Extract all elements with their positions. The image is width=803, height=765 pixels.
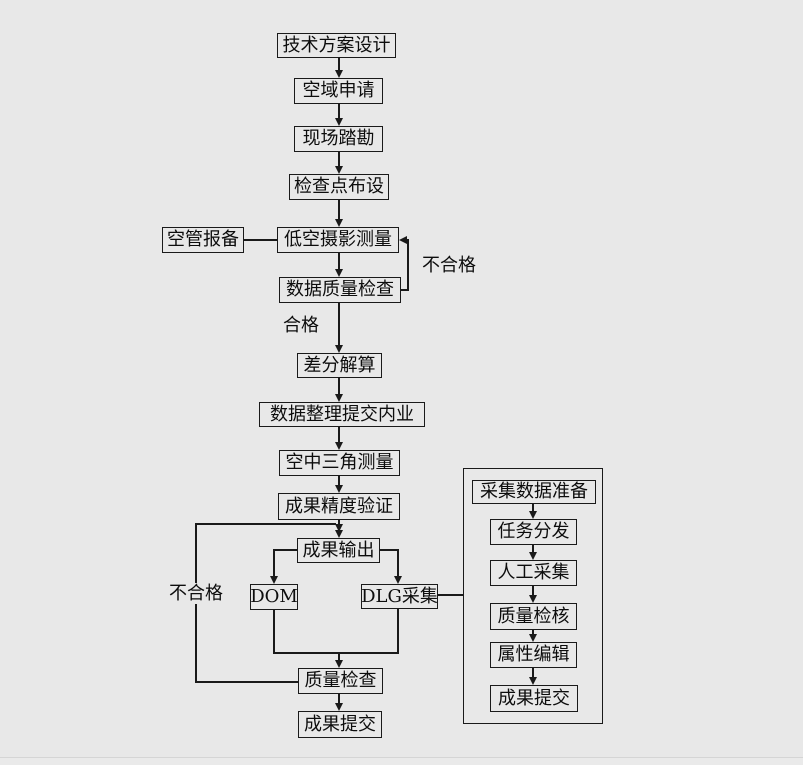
connector-line bbox=[338, 652, 340, 662]
feedback-line-rework bbox=[195, 523, 336, 525]
label-pass: 合格 bbox=[283, 315, 319, 336]
connector-line bbox=[274, 549, 297, 551]
connector-line bbox=[273, 610, 275, 654]
arrowhead-down bbox=[335, 485, 343, 493]
node-dom: DOM bbox=[250, 584, 298, 610]
label-fail-right: 不合格 bbox=[422, 255, 476, 276]
arrowhead-down bbox=[335, 524, 343, 532]
node-data-organize-submit: 数据整理提交内业 bbox=[259, 402, 425, 427]
node-atc-filing: 空管报备 bbox=[162, 227, 244, 253]
connector-line bbox=[380, 549, 399, 551]
connector-line bbox=[338, 104, 340, 120]
arrowhead-down bbox=[529, 595, 537, 603]
node-manual-collection: 人工采集 bbox=[490, 560, 577, 586]
arrowhead-down bbox=[335, 70, 343, 78]
feedback-line-fail-flight bbox=[407, 239, 409, 291]
node-differential-solution: 差分解算 bbox=[297, 353, 382, 378]
node-dlg-collection: DLG采集 bbox=[361, 584, 438, 609]
node-attribute-editing: 属性编辑 bbox=[490, 642, 577, 668]
connector-line bbox=[532, 668, 534, 679]
node-collection-data-prep: 采集数据准备 bbox=[472, 480, 596, 504]
arrowhead-down bbox=[529, 511, 537, 519]
connector-line bbox=[532, 545, 534, 554]
node-airspace-application: 空域申请 bbox=[294, 78, 383, 104]
arrowhead-down bbox=[335, 166, 343, 174]
node-data-quality-check: 数据质量检查 bbox=[279, 277, 401, 303]
arrowhead-down bbox=[335, 118, 343, 126]
window-bottom-border bbox=[0, 757, 803, 758]
node-quality-check: 质量检查 bbox=[298, 668, 383, 694]
node-task-distribution: 任务分发 bbox=[490, 519, 577, 545]
connector-line bbox=[438, 594, 463, 596]
arrowhead-down bbox=[335, 269, 343, 277]
node-result-output: 成果输出 bbox=[297, 538, 380, 563]
node-aerial-triangulation: 空中三角测量 bbox=[279, 450, 400, 476]
node-quality-inspection: 质量检核 bbox=[490, 603, 577, 630]
feedback-line-rework bbox=[196, 681, 298, 683]
connector-line bbox=[338, 152, 340, 168]
arrowhead-left bbox=[399, 236, 407, 244]
connector-line bbox=[338, 378, 340, 396]
node-low-altitude-photogrammetry: 低空摄影测量 bbox=[277, 227, 399, 253]
connector-line bbox=[338, 427, 340, 444]
arrowhead-down bbox=[335, 442, 343, 450]
connector-line bbox=[273, 652, 399, 654]
connector-line bbox=[338, 200, 340, 221]
feedback-line-fail-flight bbox=[401, 289, 409, 291]
connector-line bbox=[338, 303, 340, 347]
window-bottom-margin bbox=[0, 758, 803, 765]
arrowhead-down bbox=[529, 552, 537, 560]
arrowhead-down bbox=[335, 219, 343, 227]
node-sub-result-submission: 成果提交 bbox=[490, 685, 578, 712]
arrowhead-down bbox=[335, 660, 343, 668]
connector-line bbox=[338, 58, 340, 72]
arrowhead-down bbox=[335, 530, 343, 538]
subprocess-container bbox=[463, 468, 603, 724]
arrowhead-down bbox=[529, 677, 537, 685]
arrowhead-down bbox=[394, 576, 402, 584]
node-checkpoint-layout: 检查点布设 bbox=[289, 174, 389, 200]
connector-line bbox=[338, 476, 340, 487]
label-fail-left: 不合格 bbox=[166, 583, 226, 604]
connector-line bbox=[338, 253, 340, 271]
arrowhead-down bbox=[335, 345, 343, 353]
arrowhead-down bbox=[335, 703, 343, 711]
connector-line bbox=[532, 586, 534, 597]
connector-line bbox=[273, 549, 275, 578]
arrowhead-down bbox=[335, 394, 343, 402]
arrowhead-down bbox=[529, 634, 537, 642]
connector-line bbox=[532, 504, 534, 513]
node-accuracy-verification: 成果精度验证 bbox=[278, 493, 400, 520]
connector-line bbox=[244, 239, 278, 241]
connector-line bbox=[397, 609, 399, 654]
node-result-submission: 成果提交 bbox=[298, 711, 382, 738]
node-site-survey: 现场踏勘 bbox=[294, 126, 383, 152]
connector-line bbox=[532, 630, 534, 636]
arrowhead-down bbox=[270, 576, 278, 584]
connector-line bbox=[397, 549, 399, 578]
node-technical-scheme-design: 技术方案设计 bbox=[277, 33, 396, 58]
connector-line bbox=[338, 694, 340, 705]
